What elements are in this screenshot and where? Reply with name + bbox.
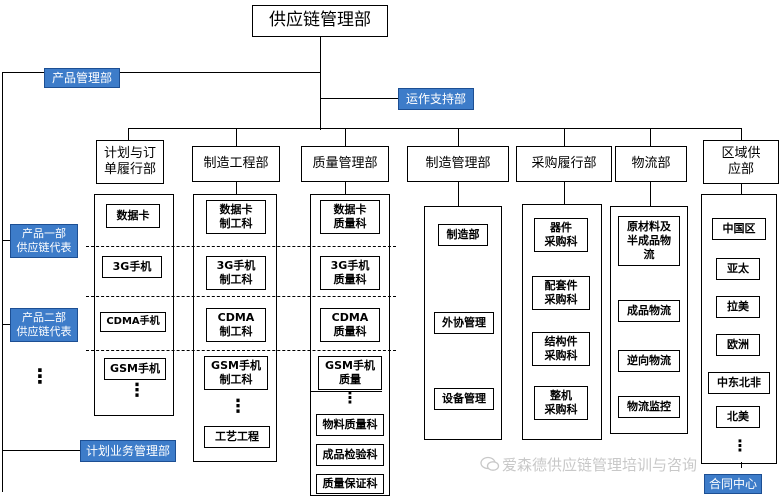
connector-line	[458, 128, 459, 146]
connector-line	[2, 324, 12, 325]
dept-plan-order: 计划与订 单履行部	[96, 140, 164, 184]
ops-support-label: 运作支持部	[398, 88, 474, 110]
connector-line	[320, 98, 398, 99]
mfg-item-equipment: 设备管理	[434, 388, 494, 410]
connector-line	[320, 36, 321, 130]
product-2-rep-label: 产品二部 供应链代表	[10, 308, 78, 342]
connector-line	[564, 182, 565, 204]
plan-item-datacard: 数据卡	[106, 204, 160, 228]
quality-item-cdma: CDMA 质量科	[320, 308, 380, 342]
region-column	[701, 194, 777, 464]
purchase-item-structural: 结构件 采购科	[532, 332, 590, 366]
ellipsis-dots: ⋮	[30, 364, 50, 388]
plan-item-3g: 3G手机	[102, 256, 162, 278]
top-org-box: 供应链管理部	[252, 5, 388, 37]
ellipsis-dots: ⋮	[342, 388, 358, 407]
connector-line	[236, 182, 237, 194]
connector-line	[564, 128, 565, 146]
watermark-text: 爱森德供应链管理培训与咨询	[502, 456, 698, 474]
dept-mfg-engineering: 制造工程部	[192, 146, 280, 182]
connector-line	[236, 128, 237, 146]
quality-item-gsm: GSM手机 质量	[318, 356, 382, 390]
region-item-mena: 中东北非	[708, 372, 770, 394]
mfg-column	[424, 206, 502, 440]
connector-line	[741, 462, 742, 468]
purchase-item-accessories: 配套件 采购科	[532, 276, 590, 310]
connector-line	[128, 128, 742, 129]
connector-line	[345, 182, 346, 194]
product-1-rep-label: 产品一部 供应链代表	[10, 224, 78, 258]
dashed-separator	[86, 296, 396, 297]
dashed-separator	[86, 350, 396, 351]
ellipsis-dots: ⋮	[229, 396, 247, 417]
region-item-europe: 欧洲	[716, 334, 760, 356]
connector-line	[458, 182, 459, 206]
logistics-item-finished: 成品物流	[618, 300, 680, 322]
plan-item-gsm: GSM手机	[104, 358, 166, 380]
eng-item-gsm: GSM手机 制工科	[204, 356, 268, 390]
quality-column	[310, 194, 390, 496]
quality-item-material: 物料质量科	[316, 414, 384, 436]
logistics-item-raw-material: 原材料及 半成品物 流	[618, 216, 680, 266]
plan-column	[94, 194, 174, 416]
ellipsis-dots: ⋮	[732, 436, 748, 455]
region-item-apac: 亚太	[716, 258, 760, 280]
mfg-item-factory: 制造部	[438, 224, 488, 246]
eng-item-datacard: 数据卡 制工科	[206, 200, 266, 234]
quality-item-product-inspect: 成品检验科	[316, 444, 384, 466]
product-mgmt-label: 产品管理部	[44, 68, 120, 88]
quality-item-3g: 3G手机 质量科	[320, 256, 380, 290]
dept-quality-mgmt: 质量管理部	[301, 146, 389, 182]
connector-line	[2, 72, 320, 73]
dept-regional: 区域供 应部	[703, 140, 779, 184]
region-item-latam: 拉美	[716, 296, 760, 318]
connector-line	[2, 72, 3, 492]
connector-line	[345, 128, 346, 146]
dashed-separator	[86, 246, 396, 247]
dept-purchase: 采购履行部	[516, 146, 612, 182]
eng-item-cdma: CDMA 制工科	[206, 308, 266, 342]
purchase-column	[522, 204, 602, 440]
plan-business-label: 计划业务管理部	[80, 440, 176, 462]
logistics-column	[610, 206, 688, 434]
dept-logistics: 物流部	[615, 146, 687, 182]
mfg-item-outsourcing: 外协管理	[434, 312, 494, 334]
plan-item-cdma: CDMA手机	[100, 312, 166, 332]
eng-item-3g: 3G手机 制工科	[206, 256, 266, 290]
purchase-item-complete: 整机 采购科	[534, 386, 588, 420]
connector-line	[2, 240, 12, 241]
connector-line	[128, 128, 129, 140]
eng-column	[193, 194, 277, 462]
connector-line	[2, 450, 80, 451]
connector-line	[650, 182, 651, 206]
purchase-item-components: 器件 采购科	[534, 218, 588, 252]
logistics-item-monitor: 物流监控	[618, 396, 680, 418]
wechat-icon	[480, 456, 500, 472]
region-item-north-america: 北美	[716, 406, 760, 428]
connector-line	[741, 128, 742, 140]
contract-center-label: 合同中心	[704, 474, 762, 494]
connector-line	[741, 182, 742, 194]
quality-item-assurance: 质量保证科	[316, 474, 384, 494]
connector-line	[310, 391, 382, 392]
quality-item-datacard: 数据卡 质量科	[320, 200, 380, 234]
dept-mfg-mgmt: 制造管理部	[407, 146, 509, 182]
connector-line	[650, 128, 651, 146]
logistics-item-reverse: 逆向物流	[618, 350, 680, 372]
region-item-china: 中国区	[712, 218, 766, 240]
eng-item-process: 工艺工程	[204, 426, 270, 448]
ellipsis-dots: ⋮	[128, 380, 146, 401]
